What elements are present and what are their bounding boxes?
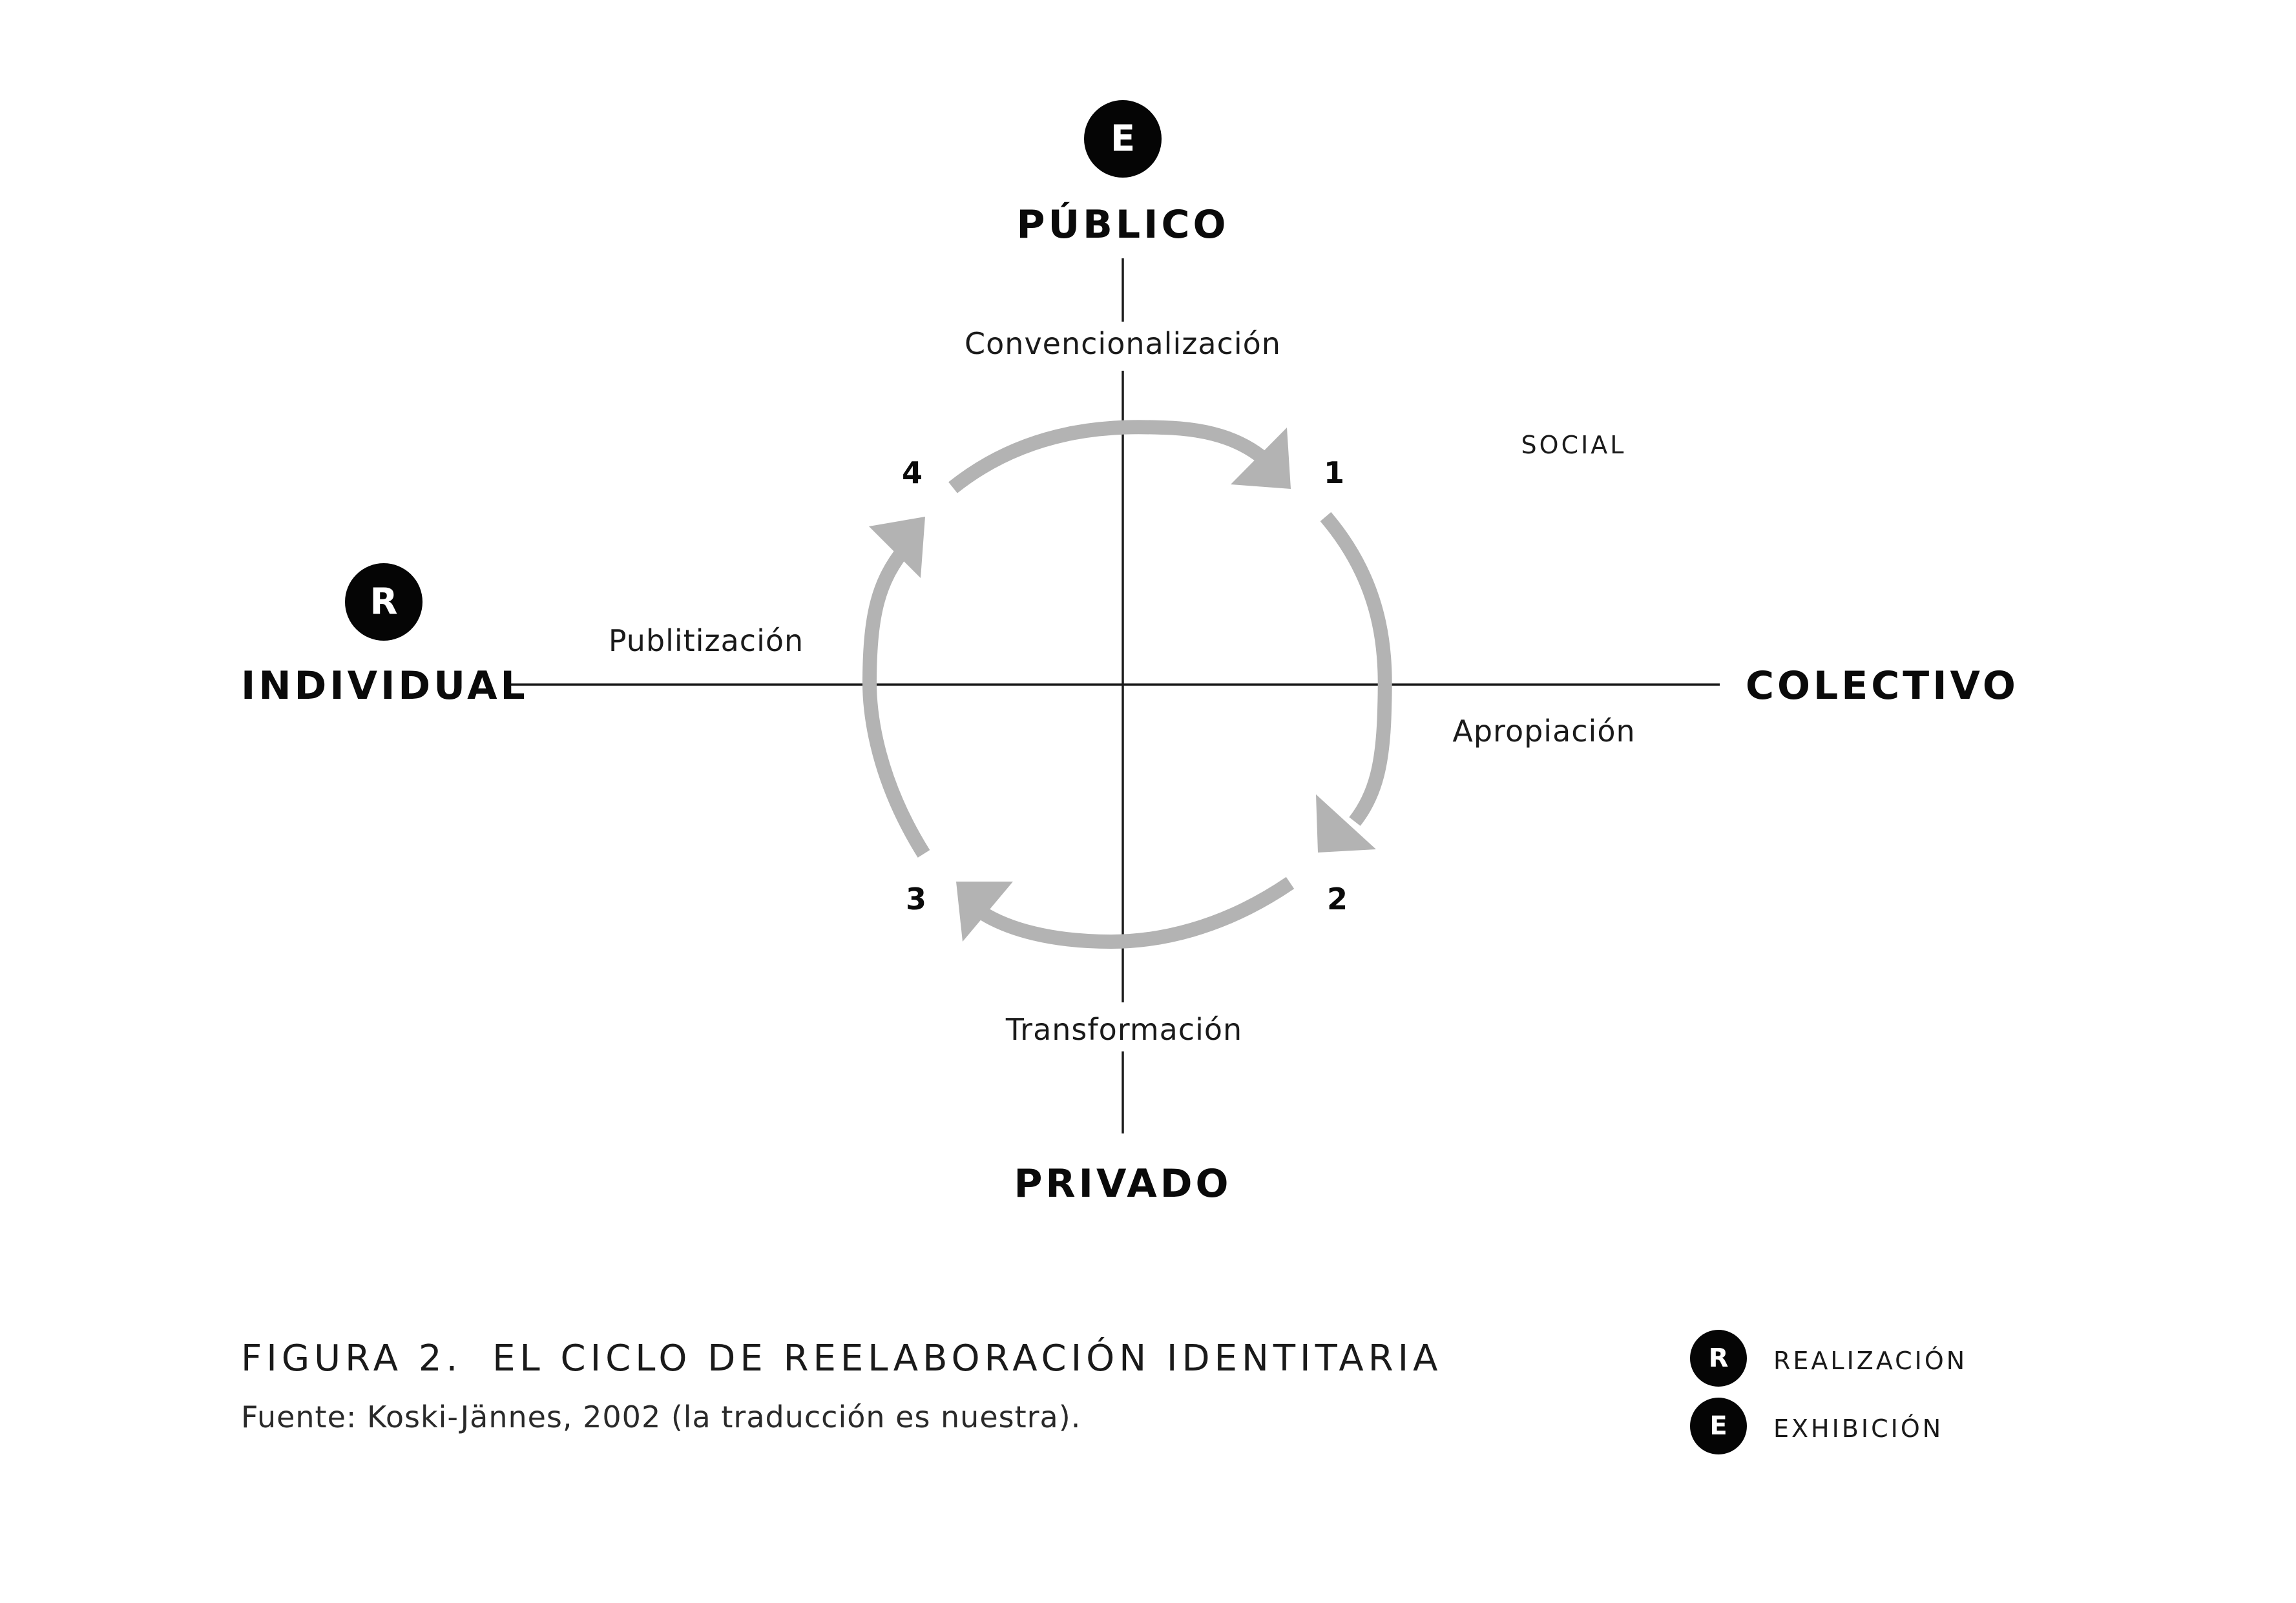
legend-realizacion-label: REALIZACIÓN [1773,1347,1967,1375]
figure-caption-title: FIGURA 2. EL CICLO DE REELABORACIÓN IDEN… [241,1338,1442,1380]
legend-realizacion-badge [1690,1330,1747,1387]
legend-exhibicion-label: EXHIBICIÓN [1773,1414,1943,1443]
figure-number: FIGURA 2. [241,1338,462,1380]
process-convencionalizacion: Convencionalización [965,326,1281,361]
step-3: 3 [906,882,926,916]
arrow-1-to-2-head [1316,794,1376,853]
arrow-1-to-2 [1320,512,1392,826]
exhibicion-badge-letter: E [1111,118,1135,160]
pole-privado: PRIVADO [1014,1161,1231,1206]
pole-individual: INDIVIDUAL [241,663,528,708]
arrow-3-to-4 [862,544,930,858]
process-transformacion: Transformación [1005,1012,1242,1047]
legend-item-exhibicion: E EXHIBICIÓN [1690,1398,1943,1454]
step-2: 2 [1327,882,1348,916]
figure-source: Fuente: Koski-Jännes, 2002 (la traducció… [241,1400,1081,1434]
arrow-2-to-3 [974,876,1295,949]
arrow-3-to-4-head [869,517,925,578]
step-4: 4 [902,455,923,490]
realizacion-badge-letter: R [370,581,397,623]
legend: R REALIZACIÓN E EXHIBICIÓN [1690,1330,1967,1454]
arrow-2-to-3-head [956,882,1013,942]
cycle-arrows [862,420,1392,949]
arrow-4-to-1-head [1231,428,1291,489]
region-social: SOCIAL [1521,431,1627,459]
step-1: 1 [1324,455,1344,490]
legend-realizacion-letter: R [1709,1343,1729,1373]
exhibicion-badge [1084,100,1162,178]
pole-publico: PÚBLICO [1016,202,1229,247]
process-apropiacion: Apropiación [1452,714,1635,749]
legend-exhibicion-badge [1690,1398,1747,1454]
legend-exhibicion-letter: E [1709,1411,1727,1441]
pole-colectivo: COLECTIVO [1746,663,2019,708]
realizacion-badge [345,563,423,641]
figure-title: EL CICLO DE REELABORACIÓN IDENTITARIA [492,1338,1442,1380]
legend-item-realizacion: R REALIZACIÓN [1690,1330,1967,1387]
arrow-4-to-1 [948,420,1275,493]
process-publitizacion: Publitización [609,623,804,658]
